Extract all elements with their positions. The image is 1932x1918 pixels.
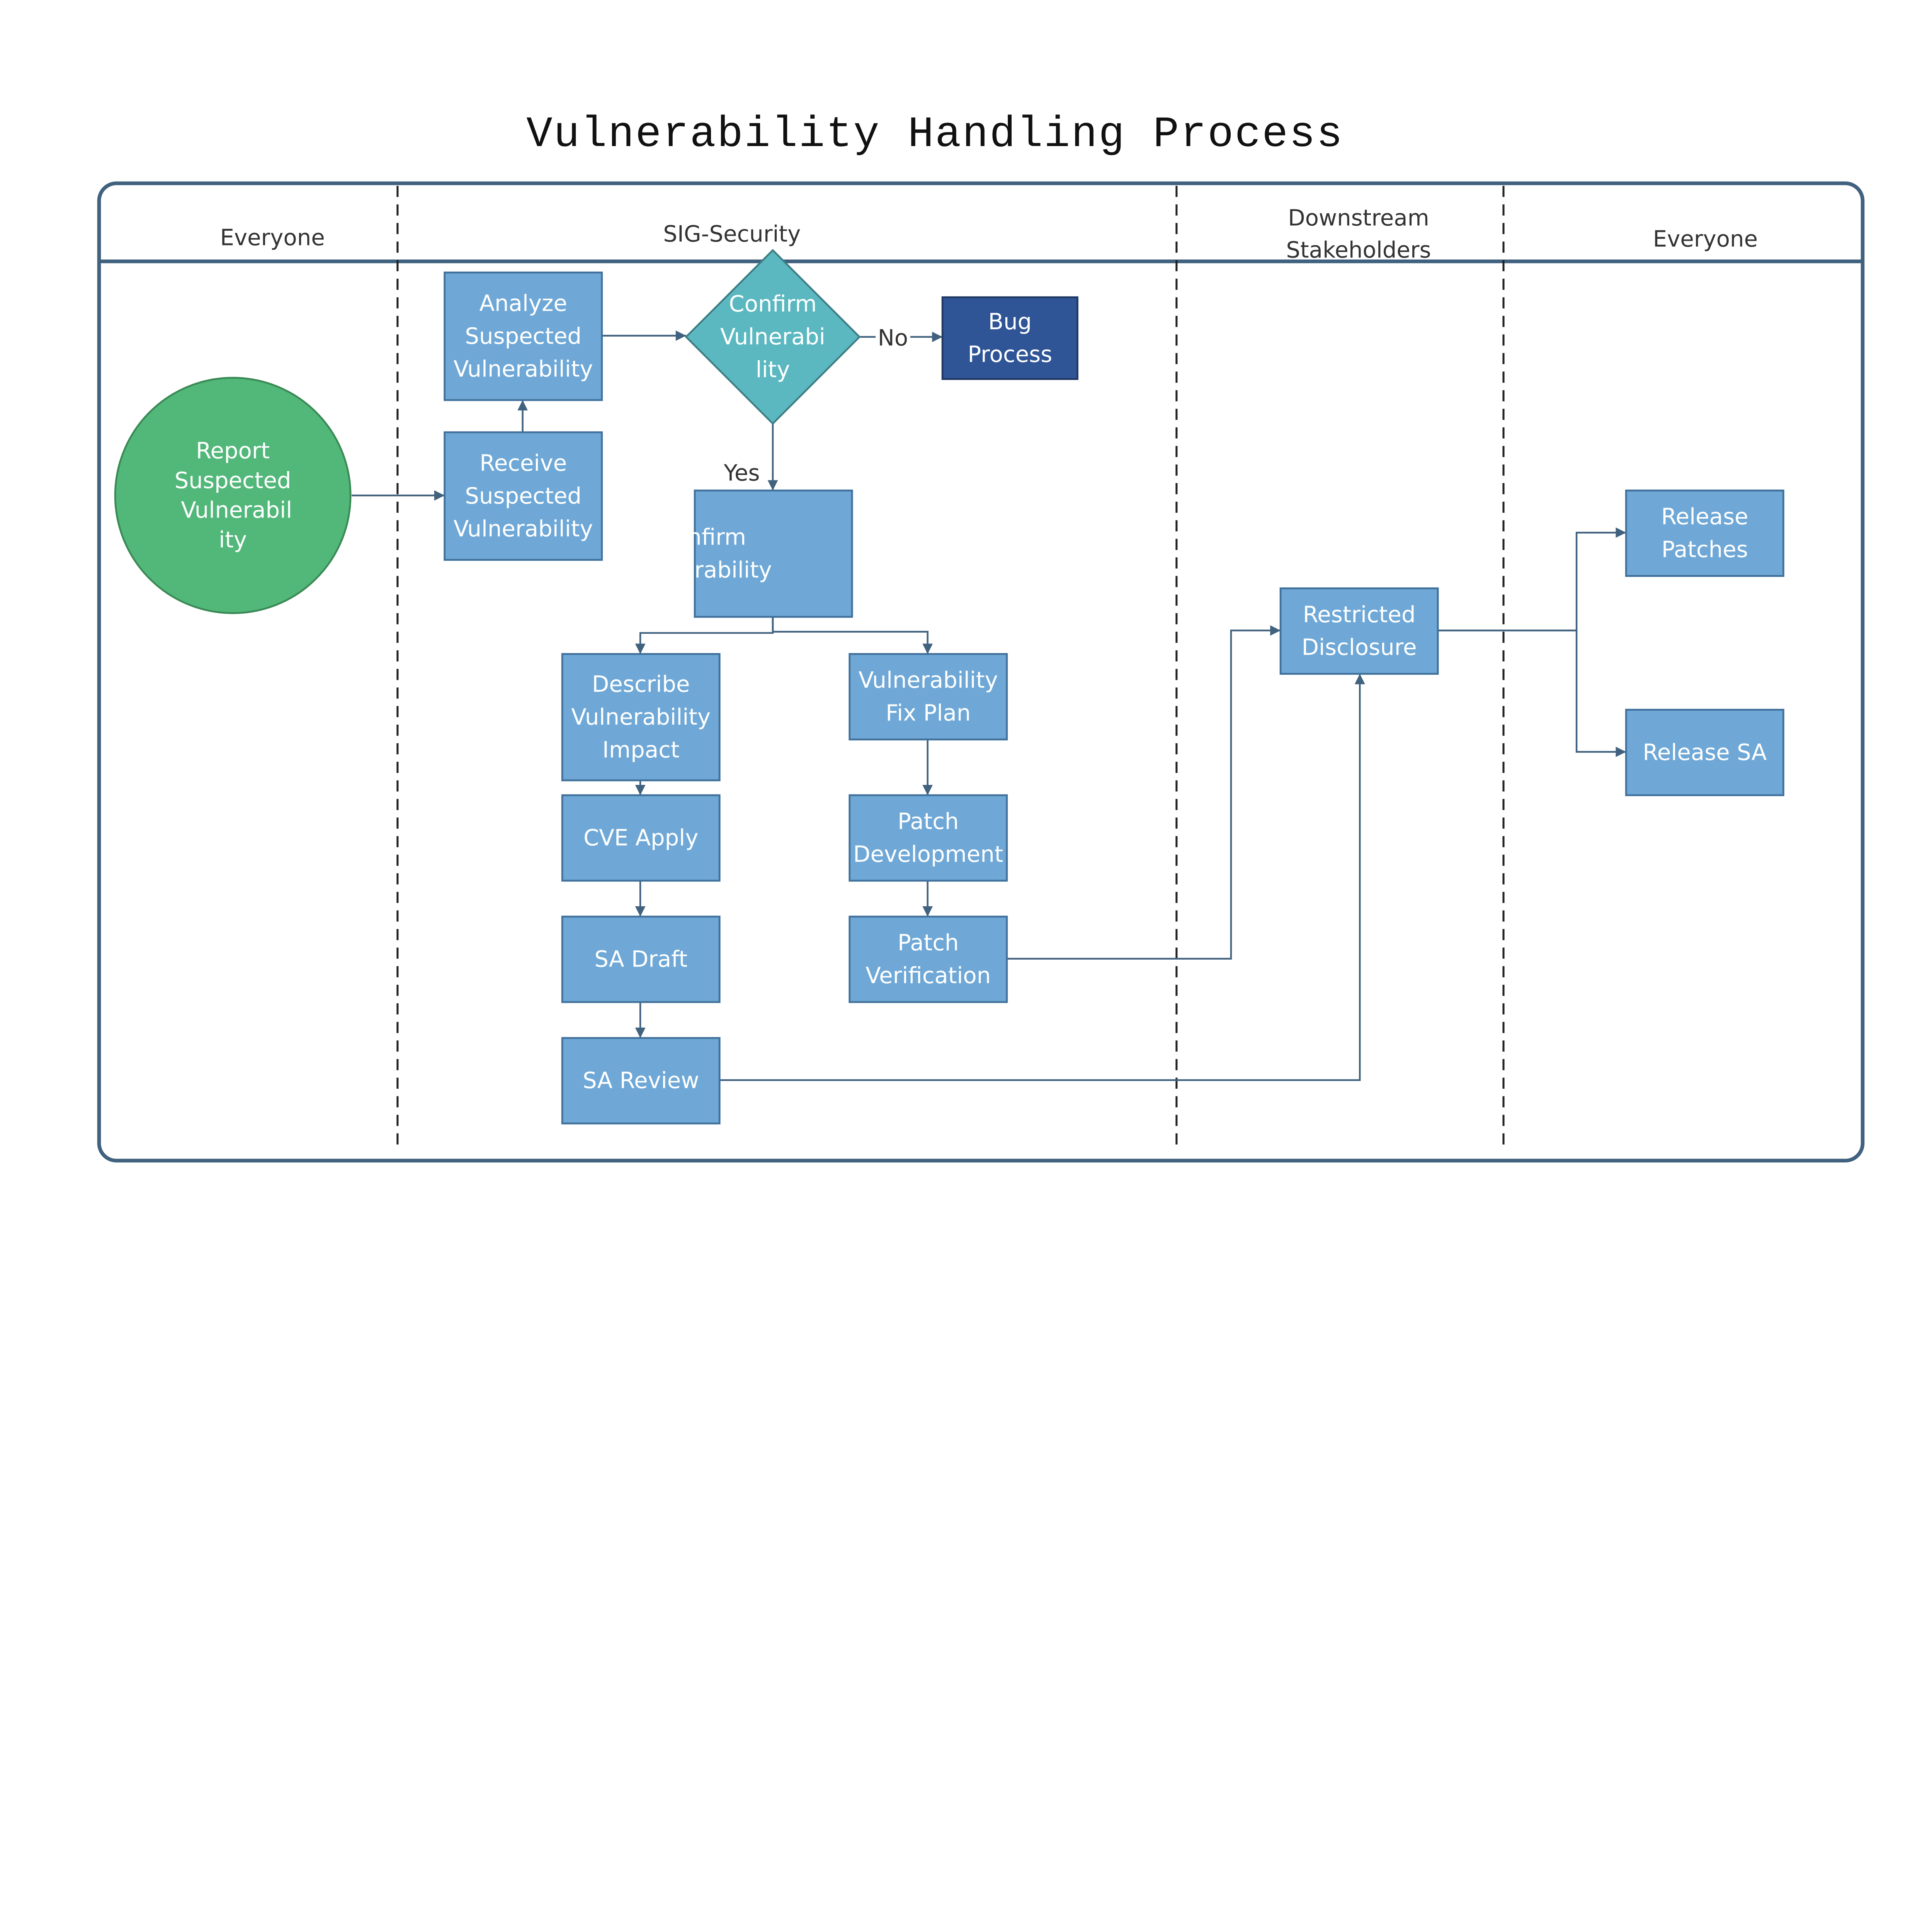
node-sadraft[interactable]: SA Draft bbox=[561, 916, 721, 1003]
diagram-title: Vulnerability Handling Process bbox=[526, 110, 1344, 159]
node-label-line: Confirm bbox=[658, 524, 746, 550]
connector-restricted-to-relpatches bbox=[1438, 527, 1626, 631]
connector-sareview-to-restricted bbox=[719, 674, 1365, 1081]
node-label-line: SA Draft bbox=[594, 946, 687, 972]
node-label-line: ity bbox=[219, 527, 247, 553]
node-label: SA Review bbox=[583, 1067, 699, 1094]
node-label-line: SA Review bbox=[583, 1067, 699, 1094]
node-label-line: Development bbox=[853, 841, 1003, 867]
node-sareview[interactable]: SA Review bbox=[561, 1037, 721, 1125]
node-label-line: Confirm bbox=[729, 291, 816, 317]
node-label-line: Describe bbox=[592, 671, 690, 697]
node-label-line: Vulnerability bbox=[571, 704, 711, 730]
connector-decision-to-confirm: Yes bbox=[723, 424, 778, 491]
node-label: Release SA bbox=[1643, 739, 1767, 765]
node-label-line: Restricted bbox=[1303, 601, 1416, 628]
node-label-line: Vulnerability bbox=[454, 516, 593, 542]
connector-patchver-to-restricted bbox=[1007, 625, 1281, 960]
node-label-line: Receive bbox=[480, 450, 567, 476]
connector-confirm-to-fixplan bbox=[772, 617, 933, 654]
lane-header-line: Everyone bbox=[220, 225, 325, 251]
arrow-icon bbox=[772, 617, 933, 654]
node-relsa[interactable]: Release SA bbox=[1625, 709, 1784, 796]
node-label-line: Vulnerability bbox=[859, 667, 998, 693]
lane-header-line: Downstream bbox=[1288, 204, 1429, 231]
node-label-line: Bug bbox=[988, 308, 1032, 335]
lane-header-line: Stakeholders bbox=[1286, 237, 1431, 263]
node-label-line: Vulnerabi bbox=[720, 323, 825, 350]
node-label: CVE Apply bbox=[583, 824, 698, 851]
node-label-line: CVE Apply bbox=[583, 824, 698, 851]
node-label-line: Suspected bbox=[465, 483, 582, 509]
node-label-line: Vulnerability bbox=[454, 356, 593, 382]
edge-label: Yes bbox=[723, 460, 760, 486]
edge-label: No bbox=[878, 325, 908, 351]
node-label-line: Patch bbox=[898, 929, 959, 956]
node-label-line: Release SA bbox=[1643, 739, 1767, 765]
lane-header-line: SIG-Security bbox=[663, 221, 801, 247]
node-label-line: Disclosure bbox=[1302, 634, 1417, 660]
node-cve[interactable]: CVE Apply bbox=[561, 794, 721, 882]
lane-header: SIG-Security bbox=[663, 221, 801, 247]
connector-restricted-to-relsa bbox=[1438, 630, 1626, 757]
node-label-line: Process bbox=[968, 341, 1052, 368]
node-label-line: Vulnerability bbox=[633, 557, 772, 583]
arrow-icon bbox=[1438, 527, 1626, 631]
node-label: SA Draft bbox=[594, 946, 687, 972]
node-label-line: Verification bbox=[866, 962, 991, 989]
arrow-icon bbox=[719, 674, 1365, 1081]
connector-decision-to-bug: No bbox=[859, 324, 943, 352]
node-label-line: Fix Plan bbox=[886, 700, 971, 726]
node-label-line: Report bbox=[196, 437, 270, 464]
lane-header-line: Everyone bbox=[1653, 226, 1758, 252]
lane-header: Everyone bbox=[1653, 226, 1758, 252]
arrow-icon bbox=[1007, 625, 1281, 960]
arrow-icon bbox=[635, 617, 774, 654]
node-label-line: Analyze bbox=[480, 290, 567, 316]
node-label-line: Release bbox=[1661, 504, 1748, 530]
node-label-line: Suspected bbox=[175, 467, 291, 494]
node-label-line: Patches bbox=[1662, 536, 1748, 563]
node-label-line: lity bbox=[756, 356, 790, 383]
node-label-line: Suspected bbox=[465, 323, 582, 349]
node-label-line: Impact bbox=[602, 737, 680, 763]
connector-confirm-to-describe bbox=[635, 617, 774, 654]
node-label-line: Patch bbox=[898, 808, 959, 834]
lane-header: Everyone bbox=[220, 225, 325, 251]
arrow-icon bbox=[1438, 630, 1626, 757]
swimlane-frame bbox=[97, 181, 1865, 1163]
node-label-line: Vulnerabil bbox=[181, 497, 292, 523]
